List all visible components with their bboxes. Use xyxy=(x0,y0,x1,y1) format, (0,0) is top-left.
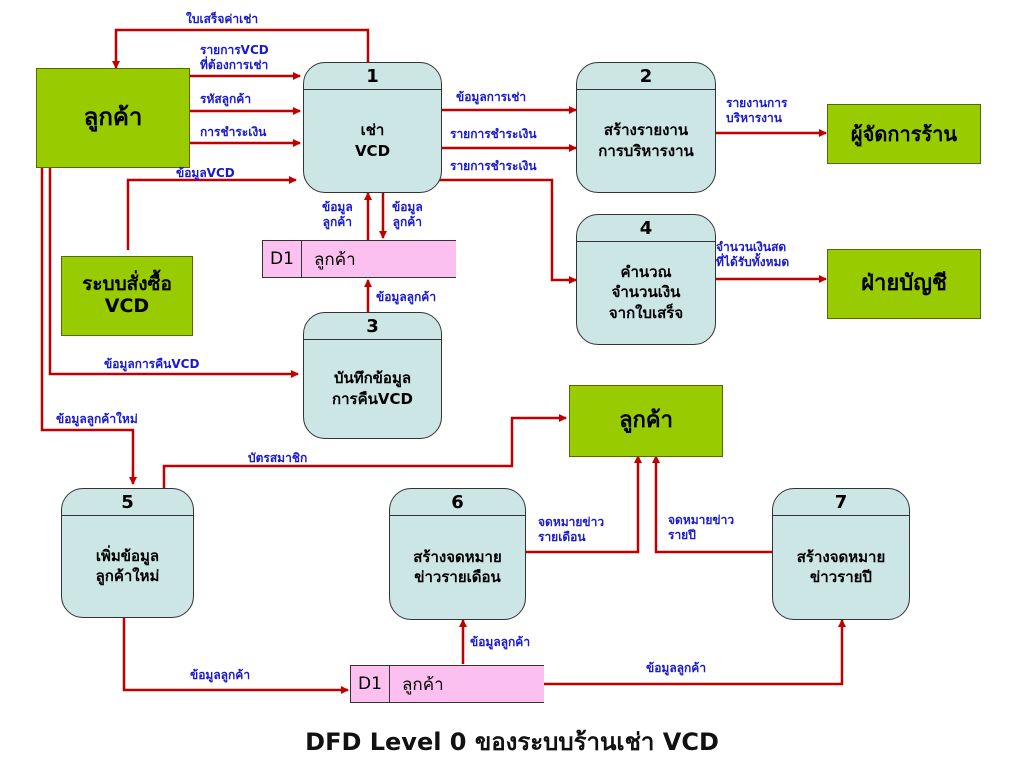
process-5-name: เพิ่มข้อมูล ลูกค้าใหม่ xyxy=(95,546,160,585)
flow-monthly-newsletter-arrow xyxy=(526,455,642,554)
process-5-number: 5 xyxy=(62,489,193,516)
flow-label-monthly-newsletter: จดหมายข่าว รายเดือน xyxy=(538,515,605,544)
flow-member-card-arrow xyxy=(162,414,567,488)
flow-yearly-newsletter-arrow xyxy=(652,455,772,554)
flow-label-cust-info-p6: ข้อมูลลูกค้า xyxy=(470,635,531,649)
flow-label-yearly-newsletter: จดหมายข่าว รายปี xyxy=(668,513,735,542)
process-6: 6 สร้างจดหมาย ข่าวรายเดือน xyxy=(389,488,526,620)
flow-cust-info-p7-arrow xyxy=(544,619,846,686)
flow-vcd-info-arrow xyxy=(126,176,297,250)
process-4-name: คำนวณ จำนวนเงิน จากใบเสร็จ xyxy=(608,263,684,322)
data-store-name: ลูกค้า xyxy=(402,674,444,695)
process-7-number: 7 xyxy=(773,489,909,516)
flow-return-info-arrow xyxy=(48,168,299,378)
process-4: 4 คำนวณ จำนวนเงิน จากใบเสร็จ xyxy=(576,214,716,345)
flow-label-total-cash: จำนวนเงินสด ที่ได้รับทั้งหมด xyxy=(716,240,790,269)
entity-customer: ลูกค้า xyxy=(36,68,190,168)
flow-label-cust-info-p3: ข้อมูลลูกค้า xyxy=(376,290,437,304)
data-store-d1-top: D1 ลูกค้า xyxy=(262,240,456,278)
data-store-id: D1 xyxy=(350,666,390,702)
data-store-id: D1 xyxy=(262,241,302,277)
data-store-name: ลูกค้า xyxy=(314,249,356,270)
process-3-name: บันทึกข้อมูล การคืนVCD xyxy=(332,369,413,408)
flow-label-payment: การชำระเงิน xyxy=(200,125,267,139)
process-3-number: 3 xyxy=(304,313,441,340)
flow-label-new-customer-info: ข้อมูลลูกค้าใหม่ xyxy=(56,412,138,426)
process-3: 3 บันทึกข้อมูล การคืนVCD xyxy=(303,312,442,439)
flow-label-customer-id: รหัสลูกค้า xyxy=(200,92,252,106)
process-7-name: สร้างจดหมาย ข่าวรายปี xyxy=(796,547,886,586)
process-1: 1 เช่า VCD xyxy=(303,62,442,193)
process-2-number: 2 xyxy=(577,63,715,90)
flow-label-return-info: ข้อมูลการคืนVCD xyxy=(104,357,200,371)
process-7: 7 สร้างจดหมาย ข่าวรายปี xyxy=(772,488,910,620)
flow-label-management-report: รายงานการ บริหารงาน xyxy=(726,96,788,125)
flow-label-member-card: บัตรสมาชิก xyxy=(248,451,308,465)
flow-label-rental-info: ข้อมูลการเช่า xyxy=(456,90,527,104)
flow-label-vcd-info: ข้อมูลVCD xyxy=(176,166,235,180)
flow-receipt-arrow xyxy=(112,28,370,69)
process-1-number: 1 xyxy=(304,63,441,90)
flow-label-receipt: ใบเสร็จค่าเช่า xyxy=(186,12,259,26)
process-1-name: เช่า VCD xyxy=(354,121,391,160)
flow-new-customer-arrow xyxy=(40,168,137,485)
entity-store-manager: ผู้จัดการร้าน xyxy=(827,104,981,164)
entity-order-system: ระบบสั่งซื้อ VCD xyxy=(61,256,193,336)
flow-label-vcd-list: รายการVCD ที่ต้องการเช่า xyxy=(200,43,269,72)
process-2: 2 สร้างรายงาน การบริหารงาน xyxy=(576,62,716,193)
process-2-name: สร้างรายงาน การบริหารงาน xyxy=(598,121,694,160)
process-6-name: สร้างจดหมาย ข่าวรายเดือน xyxy=(413,547,502,586)
data-store-d1-bottom: D1 ลูกค้า xyxy=(350,665,544,703)
process-4-number: 4 xyxy=(577,215,715,242)
entity-accounting: ฝ่ายบัญชี xyxy=(827,249,981,319)
process-5: 5 เพิ่มข้อมูล ลูกค้าใหม่ xyxy=(61,488,194,618)
entity-customer-duplicate: ลูกค้า xyxy=(569,385,723,457)
process-6-number: 6 xyxy=(390,489,525,516)
flow-label-cust-info-up: ข้อมูล ลูกค้า xyxy=(322,200,353,229)
flow-label-cust-info-p5: ข้อมูลลูกค้า xyxy=(190,668,251,682)
flow-label-cust-info-p7: ข้อมูลลูกค้า xyxy=(646,661,707,675)
diagram-title: DFD Level 0 ของระบบร้านเช่า VCD xyxy=(305,728,719,756)
flow-label-payment-list-1: รายการชำระเงิน xyxy=(450,127,537,141)
flow-label-payment-list-2: รายการชำระเงิน xyxy=(450,159,537,173)
flow-payment-list-2-arrow xyxy=(436,178,577,284)
flow-label-cust-info-down: ข้อมูล ลูกค้า xyxy=(392,200,423,229)
flow-cust-info-p5-arrow xyxy=(122,618,349,694)
